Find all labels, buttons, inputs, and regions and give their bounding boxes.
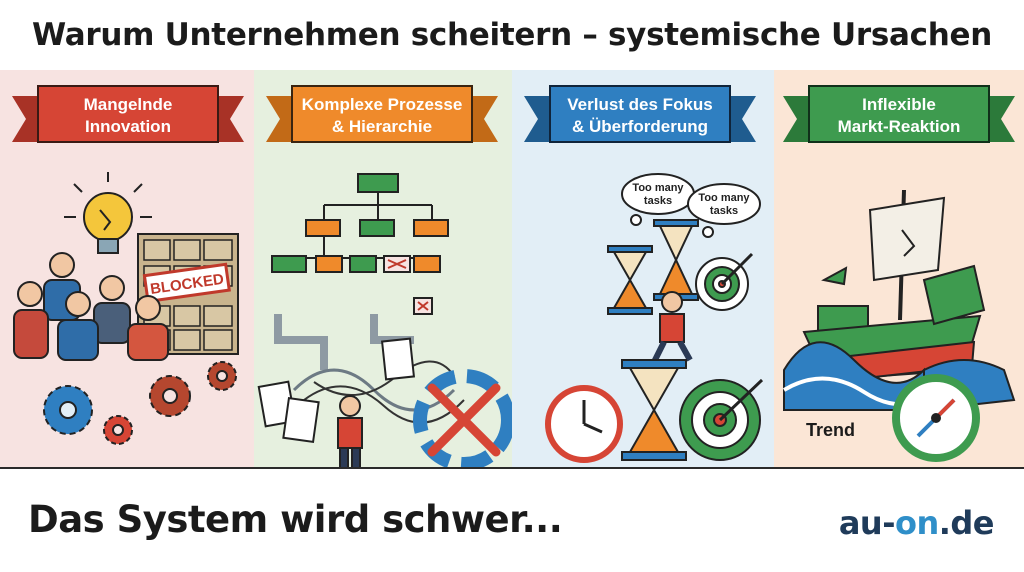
- ribbon-banner: [783, 85, 1015, 143]
- brand-logo: au-on.de: [838, 504, 995, 542]
- svg-text:Too many: Too many: [698, 192, 750, 204]
- team-people: [13, 252, 169, 361]
- document-stack-icon: [257, 337, 416, 444]
- page-title: Warum Unternehmen scheitern – systemisch…: [32, 17, 992, 53]
- footer-slogan: Das System wird schwer...: [28, 498, 563, 541]
- svg-text:Too many: Too many: [632, 182, 684, 194]
- compass-icon: [892, 374, 980, 462]
- ribbon-label: Komplexe Prozesse& Hierarchie: [301, 95, 463, 136]
- panel-focus: Verlust des Fokus& Überforderung Too man…: [512, 70, 774, 468]
- baseline-divider: [0, 467, 1024, 469]
- thought-bubble: Too many tasks: [687, 183, 761, 238]
- panel-processes: Komplexe Prozesse& Hierarchie: [254, 70, 512, 468]
- thought-bubble: Too many tasks: [621, 173, 695, 226]
- ribbon-banner: [12, 85, 244, 143]
- clock-icon: [545, 385, 623, 463]
- hourglass-icon: [621, 359, 687, 461]
- lightbulb-icon: [64, 172, 152, 254]
- target-icon: [679, 378, 764, 461]
- ship-icon: [802, 189, 986, 384]
- hourglass-icon: [607, 219, 699, 315]
- pipes-icon: [274, 314, 465, 424]
- blocked-stamp: BLOCKED: [142, 262, 231, 304]
- svg-text:tasks: tasks: [710, 205, 738, 217]
- org-chart-icon: [271, 173, 449, 315]
- cancel-wheel-icon: [413, 369, 512, 468]
- running-person: [651, 291, 693, 364]
- ribbon-banner: [266, 85, 498, 143]
- stressed-person: [337, 395, 363, 468]
- ribbon-banner: [524, 85, 756, 143]
- target-icon: [695, 252, 754, 311]
- svg-text:tasks: tasks: [644, 195, 672, 207]
- gear-icon: [43, 361, 237, 445]
- trend-label: Trend: [806, 420, 855, 440]
- ribbon-label: Verlust des Fokus& Überforderung: [567, 95, 713, 136]
